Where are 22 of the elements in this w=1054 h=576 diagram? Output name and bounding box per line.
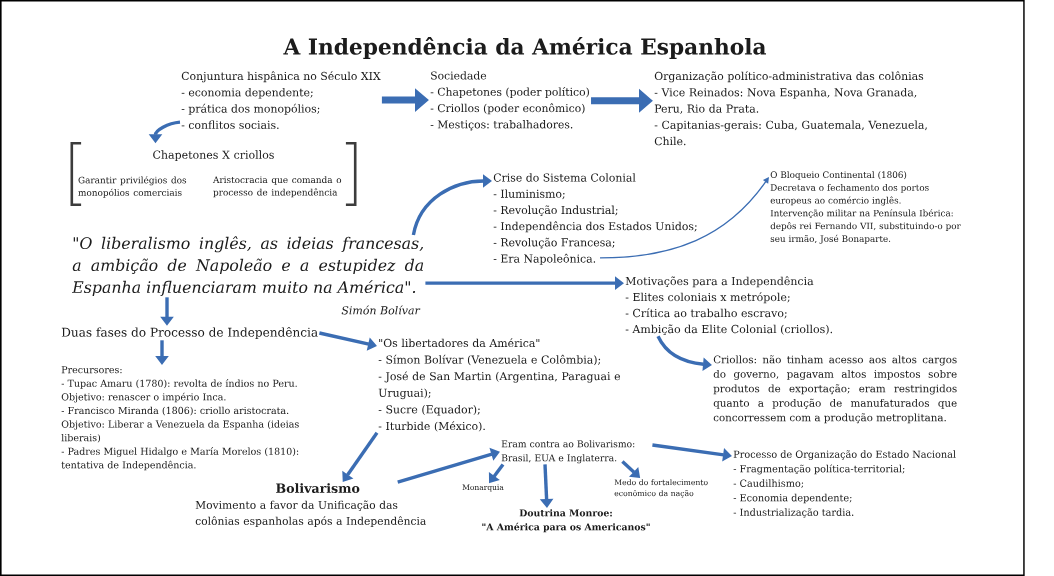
- topic-text: Motivações para a Independência - Elites coloniais x metrópole; - Crítica ao trabalho escravo; - Ambição da Elite Colonial (criollos).: [625, 276, 833, 336]
- arrow: [411, 174, 492, 236]
- arrow: [599, 177, 769, 259]
- topic-text: Crise do Sistema Colonial - Iluminismo; - Revolução Industrial; - Independência dos Estados Unidos; - Revolução Francesa; - Era Napoleônica.: [493, 173, 697, 265]
- heading-text: Duas fases do Processo de Independência: [61, 326, 318, 340]
- arrow: [342, 431, 379, 482]
- note-text: Criollos: não tinham acesso aos altos cargos do governo, pagavam altos impostos sobre produtos de exportação; eram restringidos quanto a produção de manufaturados que concorressem com a produção metroplitana.: [713, 355, 957, 424]
- arrow: [397, 447, 500, 484]
- topic-text: Sociedade - Chapetones (poder político) - Criollos (poder econômico) - Mestiços: trabalhadores.: [430, 71, 589, 131]
- topic-text: Doutrina Monroe: "A América para os Americanos": [482, 509, 650, 533]
- topic-text: Organização político-administrativa das colônias - Vice Reinados: Nova Espanha, Nova Granada, Peru, Rio da Prata. - Capitanias-gerais: Cuba, Guatemala, Venezuela, Chile.: [654, 71, 927, 146]
- topic-text: Conjuntura hispânica no Século XIX - economia dependente; - prática dos monopólios; - conflitos sociais.: [181, 71, 381, 129]
- note-text: O Bloqueio Continental (1806) Decretava o fechamento dos portos europeus ao comércio inglês. Intervenção militar na Península Ibérica: depôs rei Fernando VII, substituindo-o por seu irmão, José Bonaparte.: [770, 171, 961, 244]
- title: A Independência da América Espanhola: [283, 37, 766, 59]
- topic-text: Precursores: - Tupac Amaru (1780): revolta de índios no Peru. Objetivo: renascer o império Inca. - Francisco Miranda (1806): criollo aristocrata. Objetivo: Liberar a Venezuela da Espanha (ideias liberais) - Padres Miguel Hidalgo e María Morelos (1810): tentativa de Independência.: [61, 366, 299, 471]
- bracketed-text: Chapetones X criollos Garantir privilégios dos monopólios comerciais Aristocracia que comanda o processo de independência: [70, 142, 357, 206]
- caption-text: Simón Bolívar: [341, 305, 421, 315]
- topic-text: Eram contra ao Bolivarismo: Brasil, EUA e Inglaterra.: [501, 440, 635, 464]
- topic-text: "Os libertadores da América" - Símon Bolívar (Venezuela e Colômbia); - José de San Martin (Argentina, Paraguai e Uruguai); - Sucre (Equador); - Iturbide (México).: [378, 338, 621, 432]
- topic-text: Bolivarismo Movimento a favor da Unificação das colônias espanholas após a Independência: [195, 483, 426, 527]
- topic-text: Processo de Organização do Estado Nacional - Fragmentação política-territorial; - Caudilhismo; - Economia dependente; - Industrialização tardia.: [733, 450, 956, 518]
- quote-text: "O liberalismo inglês, as ideias francesas, a ambição de Napoleão e a estupidez da Espanha influenciaram muito na América".: [71, 236, 424, 297]
